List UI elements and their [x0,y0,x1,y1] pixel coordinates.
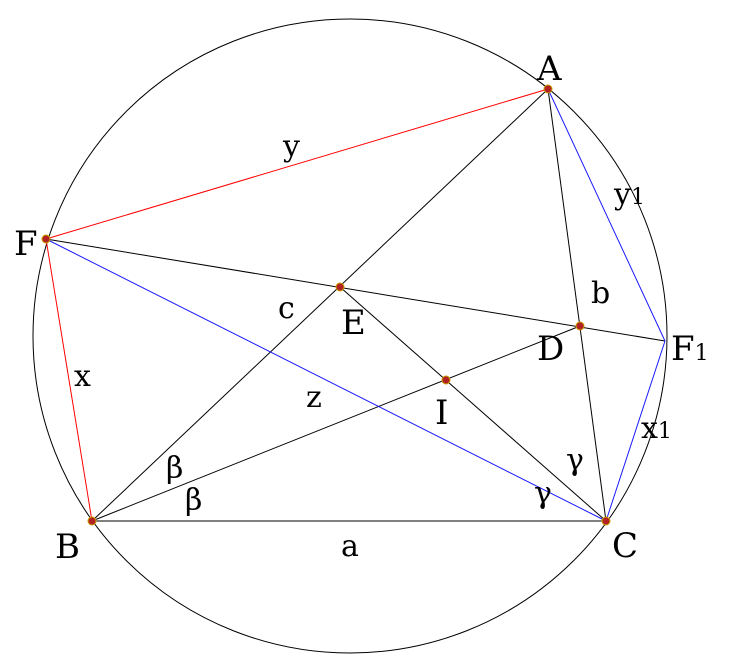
point-d [575,321,585,331]
label-point-f1: F1 [671,329,709,369]
label-side-z: z [306,380,322,415]
label-angle-beta-upper: β [166,451,183,486]
point-c [601,516,611,526]
point-i [441,375,451,385]
segment-ab-bisector [91,88,549,522]
label-point-f: F [14,224,38,264]
segment-fa [45,88,549,240]
label-point-f1-main: F [671,329,695,369]
label-angle-beta-lower: β [185,483,202,518]
label-side-x1-sub: 1 [658,419,672,444]
label-side-x1-main: x [641,411,658,446]
label-side-a: a [341,529,359,564]
label-side-y: y [282,129,300,164]
label-side-y1-sub: 1 [631,185,645,210]
point-e [335,282,345,292]
label-point-c: C [612,526,638,566]
label-side-y1: y1 [613,177,645,212]
label-angle-gamma-lower: γ [534,476,552,511]
segment-f-f1 [45,238,666,342]
point-f [41,234,51,244]
label-side-b: b [591,276,610,311]
segment-bd [91,325,581,522]
segment-fc [45,238,607,522]
label-side-x1: x1 [641,411,672,446]
point-b [87,516,97,526]
label-point-f1-sub: 1 [695,341,709,366]
label-angle-gamma-upper: γ [566,443,584,478]
label-side-y1-main: y [613,177,631,212]
circumcircle [32,18,668,654]
segment-c-f1 [605,340,666,522]
label-point-a: A [536,49,562,89]
label-side-c: c [278,291,295,326]
segment-a-f1 [547,88,666,342]
segment-fb [45,238,93,522]
segment-ac [547,88,607,522]
point-a [543,84,553,94]
label-side-x: x [74,359,91,394]
label-point-d: D [537,329,564,369]
label-point-e: E [341,303,366,343]
label-point-b: B [55,527,80,567]
label-point-i: I [435,393,448,433]
segment-ec [339,286,607,522]
